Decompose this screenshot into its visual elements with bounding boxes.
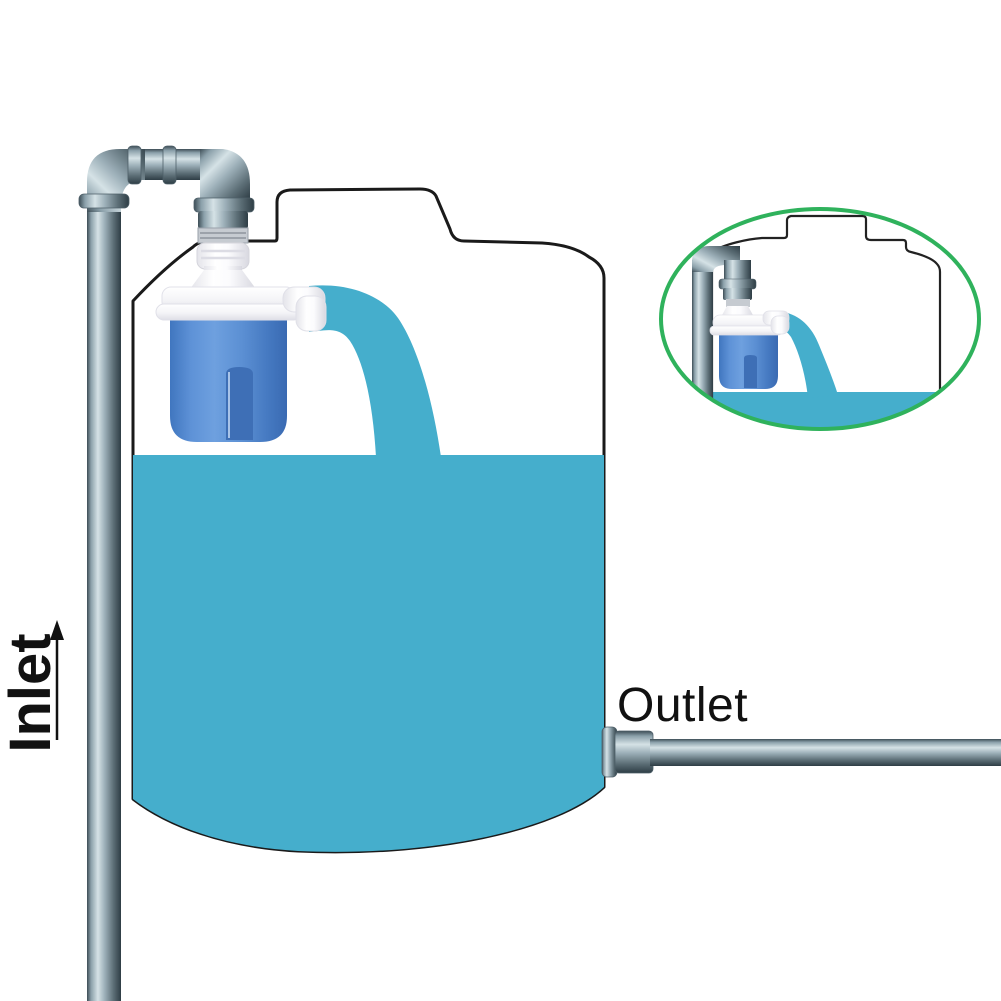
- inset-detail-view: [659, 207, 981, 431]
- inlet-arrow-icon: [50, 620, 64, 740]
- valve-flare: [190, 270, 256, 289]
- inlet-label: Inlet: [0, 633, 63, 753]
- outlet-pipe-horizontal: [650, 739, 1001, 766]
- valve-cap-lip: [155, 303, 302, 321]
- pipe-bell: [198, 211, 248, 229]
- float-valve: [155, 227, 327, 442]
- inset-border: [659, 207, 981, 431]
- water-stream: [309, 285, 441, 457]
- inlet-pipe: [78, 145, 255, 1001]
- valve-ribbed-nut: [196, 242, 250, 270]
- valve-outlet-stub: [295, 295, 327, 332]
- outlet-label: Outlet: [617, 679, 749, 732]
- inset-float-valve: [709, 299, 790, 389]
- outlet-bell: [614, 730, 654, 774]
- pipe-collar: [78, 193, 130, 209]
- inset-water: [661, 392, 979, 429]
- inset-tank-outline: [710, 214, 942, 399]
- valve-thread-adapter: [197, 227, 249, 244]
- pipe-ring-2: [162, 145, 177, 185]
- inlet-pipe-vertical: [87, 200, 121, 1001]
- inset-water-stream: [774, 312, 838, 398]
- outlet-pipe: [601, 726, 1001, 778]
- pipe-elbow-down: [200, 149, 250, 199]
- pipe-flange: [193, 197, 255, 213]
- tank-water: [133, 455, 604, 852]
- inset-inlet-pipe: [692, 246, 757, 404]
- float-slot: [226, 367, 253, 440]
- pipe-ring-1: [127, 145, 142, 185]
